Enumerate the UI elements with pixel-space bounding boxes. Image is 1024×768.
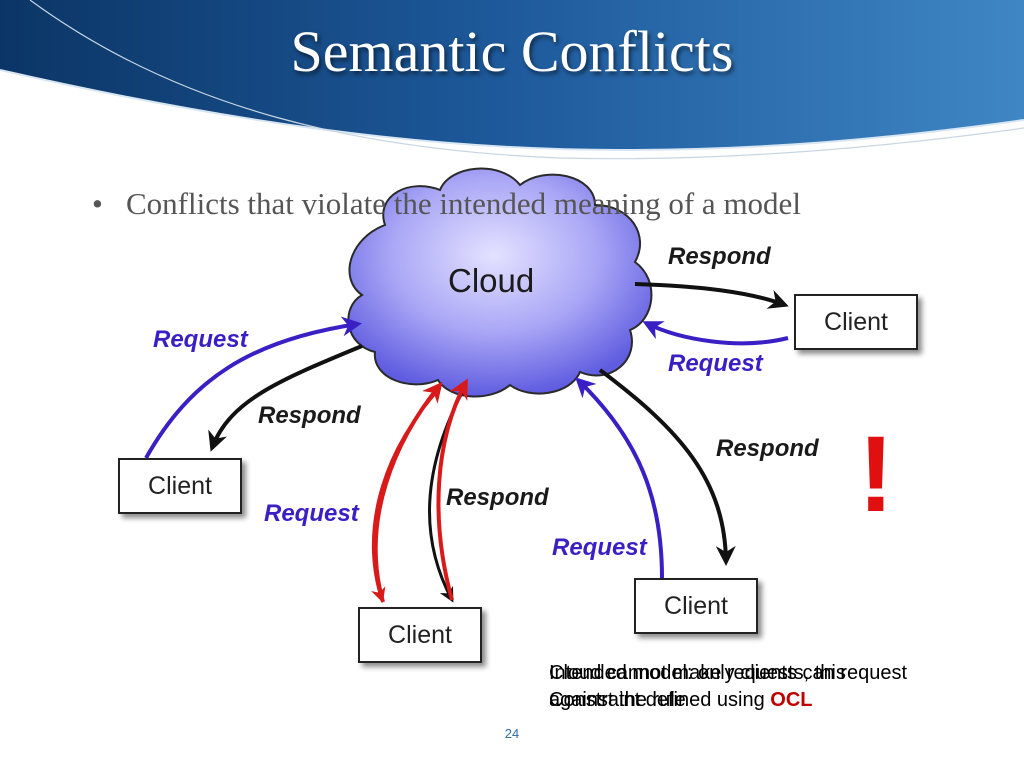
header-band	[0, 0, 1024, 160]
client-label: Client	[388, 620, 452, 649]
client-box-right: Client	[794, 294, 918, 350]
client-label: Client	[148, 471, 212, 500]
note-line-2a: against the rule	[549, 689, 686, 711]
arrow-respond-top-right	[634, 282, 789, 309]
request-label-bottom-middle: Request	[264, 500, 359, 527]
exclamation-icon: !	[858, 413, 894, 534]
client-box-left: Client	[118, 458, 242, 514]
respond-label-bottom-right: Respond	[716, 435, 819, 462]
arrow-request-bottom-right	[575, 377, 664, 579]
page-number: 24	[504, 726, 520, 741]
arrow-request-top-right	[642, 321, 789, 346]
request-label-bottom-right: Request	[552, 534, 647, 561]
respond-label-top-right: Respond	[668, 243, 771, 270]
respond-label-left: Respond	[258, 402, 361, 429]
arrow-respond-bottom-right	[598, 368, 736, 566]
arrow-respond-conflict-up	[436, 378, 468, 601]
note-line-2b-text: Constraint defined using	[549, 689, 765, 711]
respond-label-bottom-middle: Respond	[446, 484, 549, 511]
bullet-text: Conflicts that violate the intended mean…	[126, 186, 801, 221]
client-label: Client	[664, 591, 728, 620]
slide-title: Semantic Conflicts	[290, 19, 734, 84]
request-label-top-right: Request	[668, 350, 763, 377]
note-line-1b: Cloud cannot make requests, this	[549, 662, 846, 684]
arrow-respond-left	[208, 344, 363, 452]
arrow-request-left	[144, 316, 362, 459]
bullet-point: • Conflicts that violate the intended mea…	[92, 186, 801, 222]
cloud-label: Cloud	[448, 262, 535, 299]
ocl-text: OCL	[770, 689, 813, 711]
note-line-2b: Constraint defined using OCL	[549, 687, 812, 713]
note-line-1a: Intended model: only clients can request	[549, 662, 907, 684]
cloud-shape	[347, 167, 653, 398]
client-box-bottom-right: Client	[634, 578, 758, 634]
request-label-left: Request	[153, 326, 248, 353]
bullet-dot-icon: •	[92, 186, 103, 221]
client-box-bottom-middle: Client	[358, 607, 482, 663]
client-label: Client	[824, 307, 888, 336]
arrow-request-conflict-down	[371, 386, 442, 603]
